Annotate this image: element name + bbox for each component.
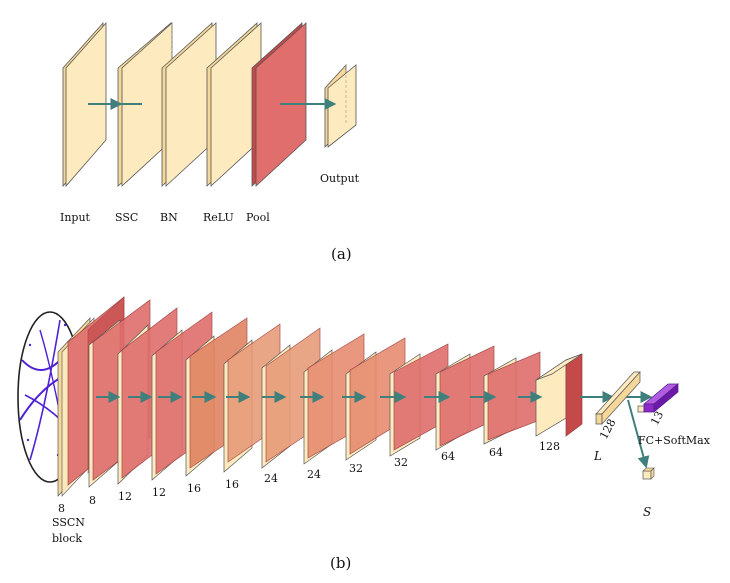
caption-b: (b) — [330, 554, 351, 572]
flow-arrows — [96, 391, 653, 469]
label-bn: BN — [160, 211, 178, 224]
channel-label: 32 — [349, 462, 363, 475]
channel-label: 64 — [441, 450, 455, 463]
output-layer — [324, 63, 357, 148]
label-input: Input — [60, 211, 91, 224]
layer-stack — [57, 296, 583, 497]
channel-label: 16 — [225, 478, 239, 491]
panel-a: Input SSC BN ReLU Pool Output (a) — [60, 21, 360, 263]
s-label: S — [643, 505, 651, 519]
fc-vector — [595, 371, 641, 425]
layer-block-12 — [483, 351, 541, 445]
channel-label: 12 — [118, 490, 132, 503]
softmax-label: FC+SoftMax — [638, 434, 711, 447]
output-vector — [637, 383, 679, 413]
layer-block-13 — [535, 353, 583, 437]
channel-label: 12 — [152, 486, 166, 499]
panel-b: 8 8 12 12 16 16 24 24 32 32 64 64 128 12… — [17, 296, 711, 572]
channel-label: 32 — [394, 456, 408, 469]
label-ssc: SSC — [115, 211, 138, 224]
input-layer — [62, 21, 107, 188]
relu-layer — [206, 22, 262, 187]
sscn-label-line2: block — [52, 532, 82, 545]
channel-label: 16 — [187, 482, 201, 495]
channel-label: 24 — [264, 472, 278, 485]
bn-layer — [161, 22, 217, 187]
label-relu: ReLU — [203, 211, 234, 224]
channel-labels: 8 8 12 12 16 16 24 24 32 32 64 64 128 — [58, 440, 560, 515]
channel-label: 8 — [89, 494, 96, 507]
output-size-label: 13 — [648, 409, 666, 427]
caption-a: (a) — [331, 245, 352, 263]
l-label: L — [593, 449, 602, 463]
channel-label: 128 — [539, 440, 560, 453]
ssc-layer — [117, 22, 173, 187]
label-pool: Pool — [246, 211, 270, 224]
label-output: Output — [320, 172, 360, 185]
sscn-label-line1: SSCN — [52, 516, 85, 529]
channel-label: 8 — [58, 502, 65, 515]
channel-label: 24 — [307, 468, 321, 481]
channel-label: 64 — [489, 446, 503, 459]
layer-block-10 — [389, 343, 449, 457]
s-output-cube — [642, 467, 655, 480]
layer-block-11 — [435, 345, 495, 451]
